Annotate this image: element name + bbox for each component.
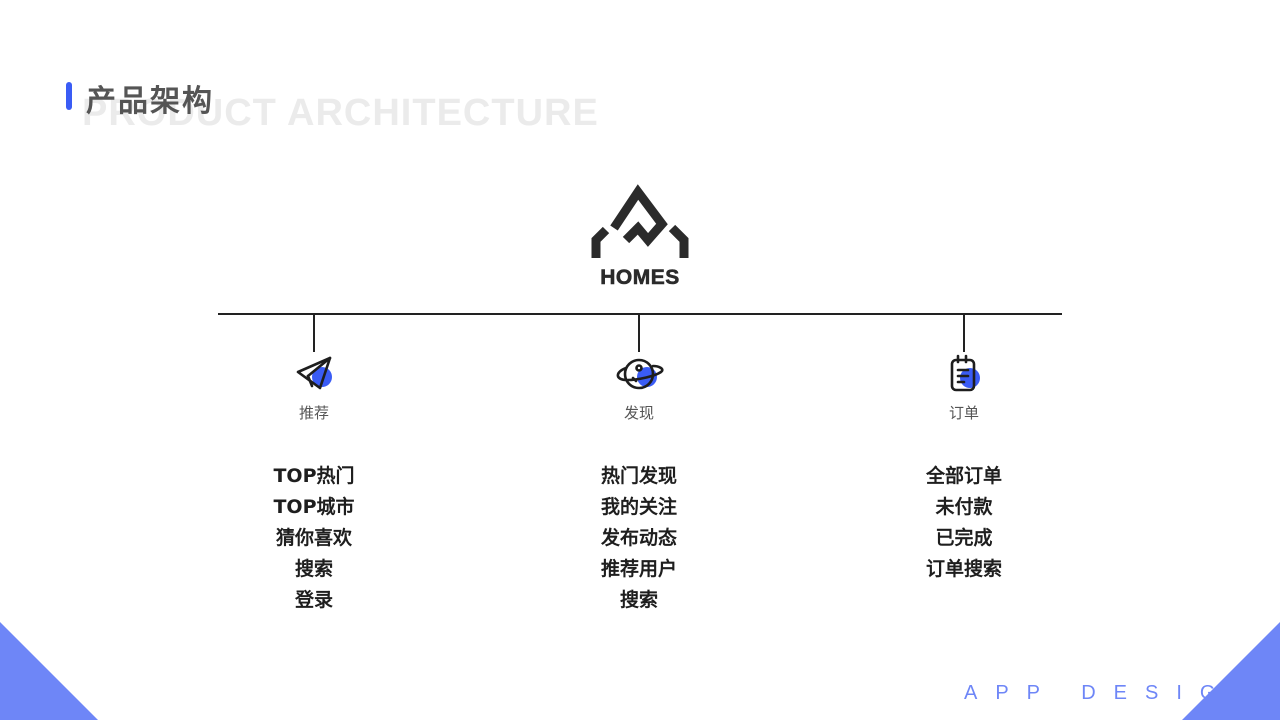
tree-branch-line — [963, 314, 965, 352]
list-item: 我的关注 — [600, 496, 677, 518]
list-item: 发布动态 — [600, 527, 677, 549]
column-label: 发现 — [623, 404, 654, 422]
title-english: PRODUCT ARCHITECTURE — [82, 92, 599, 134]
corner-decoration-left — [0, 622, 98, 720]
tree-horizontal-line — [218, 313, 1062, 315]
item-list: 热门发现 我的关注 发布动态 推荐用户 搜索 — [539, 461, 739, 616]
logo-text: HOMES — [600, 266, 680, 290]
list-item: 登录 — [294, 589, 333, 611]
list-item: TOP热门 — [273, 465, 355, 487]
list-item: 推荐用户 — [600, 558, 677, 580]
list-item: 搜索 — [294, 558, 333, 580]
footer-brand-text: APP DESIGN — [964, 682, 1266, 704]
list-item: 未付款 — [935, 496, 993, 518]
column-label: 订单 — [948, 404, 979, 422]
list-item: 订单搜索 — [925, 558, 1002, 580]
list-item: 全部订单 — [925, 465, 1002, 487]
title-accent-bar — [66, 82, 72, 110]
paper-plane-icon — [296, 356, 332, 390]
column-discover: 发现 热门发现 我的关注 发布动态 推荐用户 搜索 — [539, 352, 739, 616]
tree-branch-line — [638, 314, 640, 352]
column-orders: 订单 全部订单 未付款 已完成 订单搜索 — [864, 352, 1064, 585]
item-list: 全部订单 未付款 已完成 订单搜索 — [864, 461, 1064, 585]
tree-branch-line — [313, 314, 315, 352]
page-title: 产品架构 — [86, 84, 214, 119]
house-logo-icon — [591, 184, 689, 258]
list-item: TOP城市 — [273, 496, 355, 518]
item-list: TOP热门 TOP城市 猜你喜欢 搜索 登录 — [214, 461, 414, 616]
list-item: 猜你喜欢 — [275, 527, 352, 549]
list-item: 已完成 — [935, 527, 993, 549]
order-list-icon — [950, 354, 980, 392]
corner-decoration-right — [1182, 622, 1280, 720]
list-item: 搜索 — [619, 589, 658, 611]
column-recommend: 推荐 TOP热门 TOP城市 猜你喜欢 搜索 登录 — [214, 352, 414, 616]
column-label: 推荐 — [298, 404, 329, 422]
planet-icon — [616, 358, 664, 390]
list-item: 热门发现 — [600, 465, 677, 487]
